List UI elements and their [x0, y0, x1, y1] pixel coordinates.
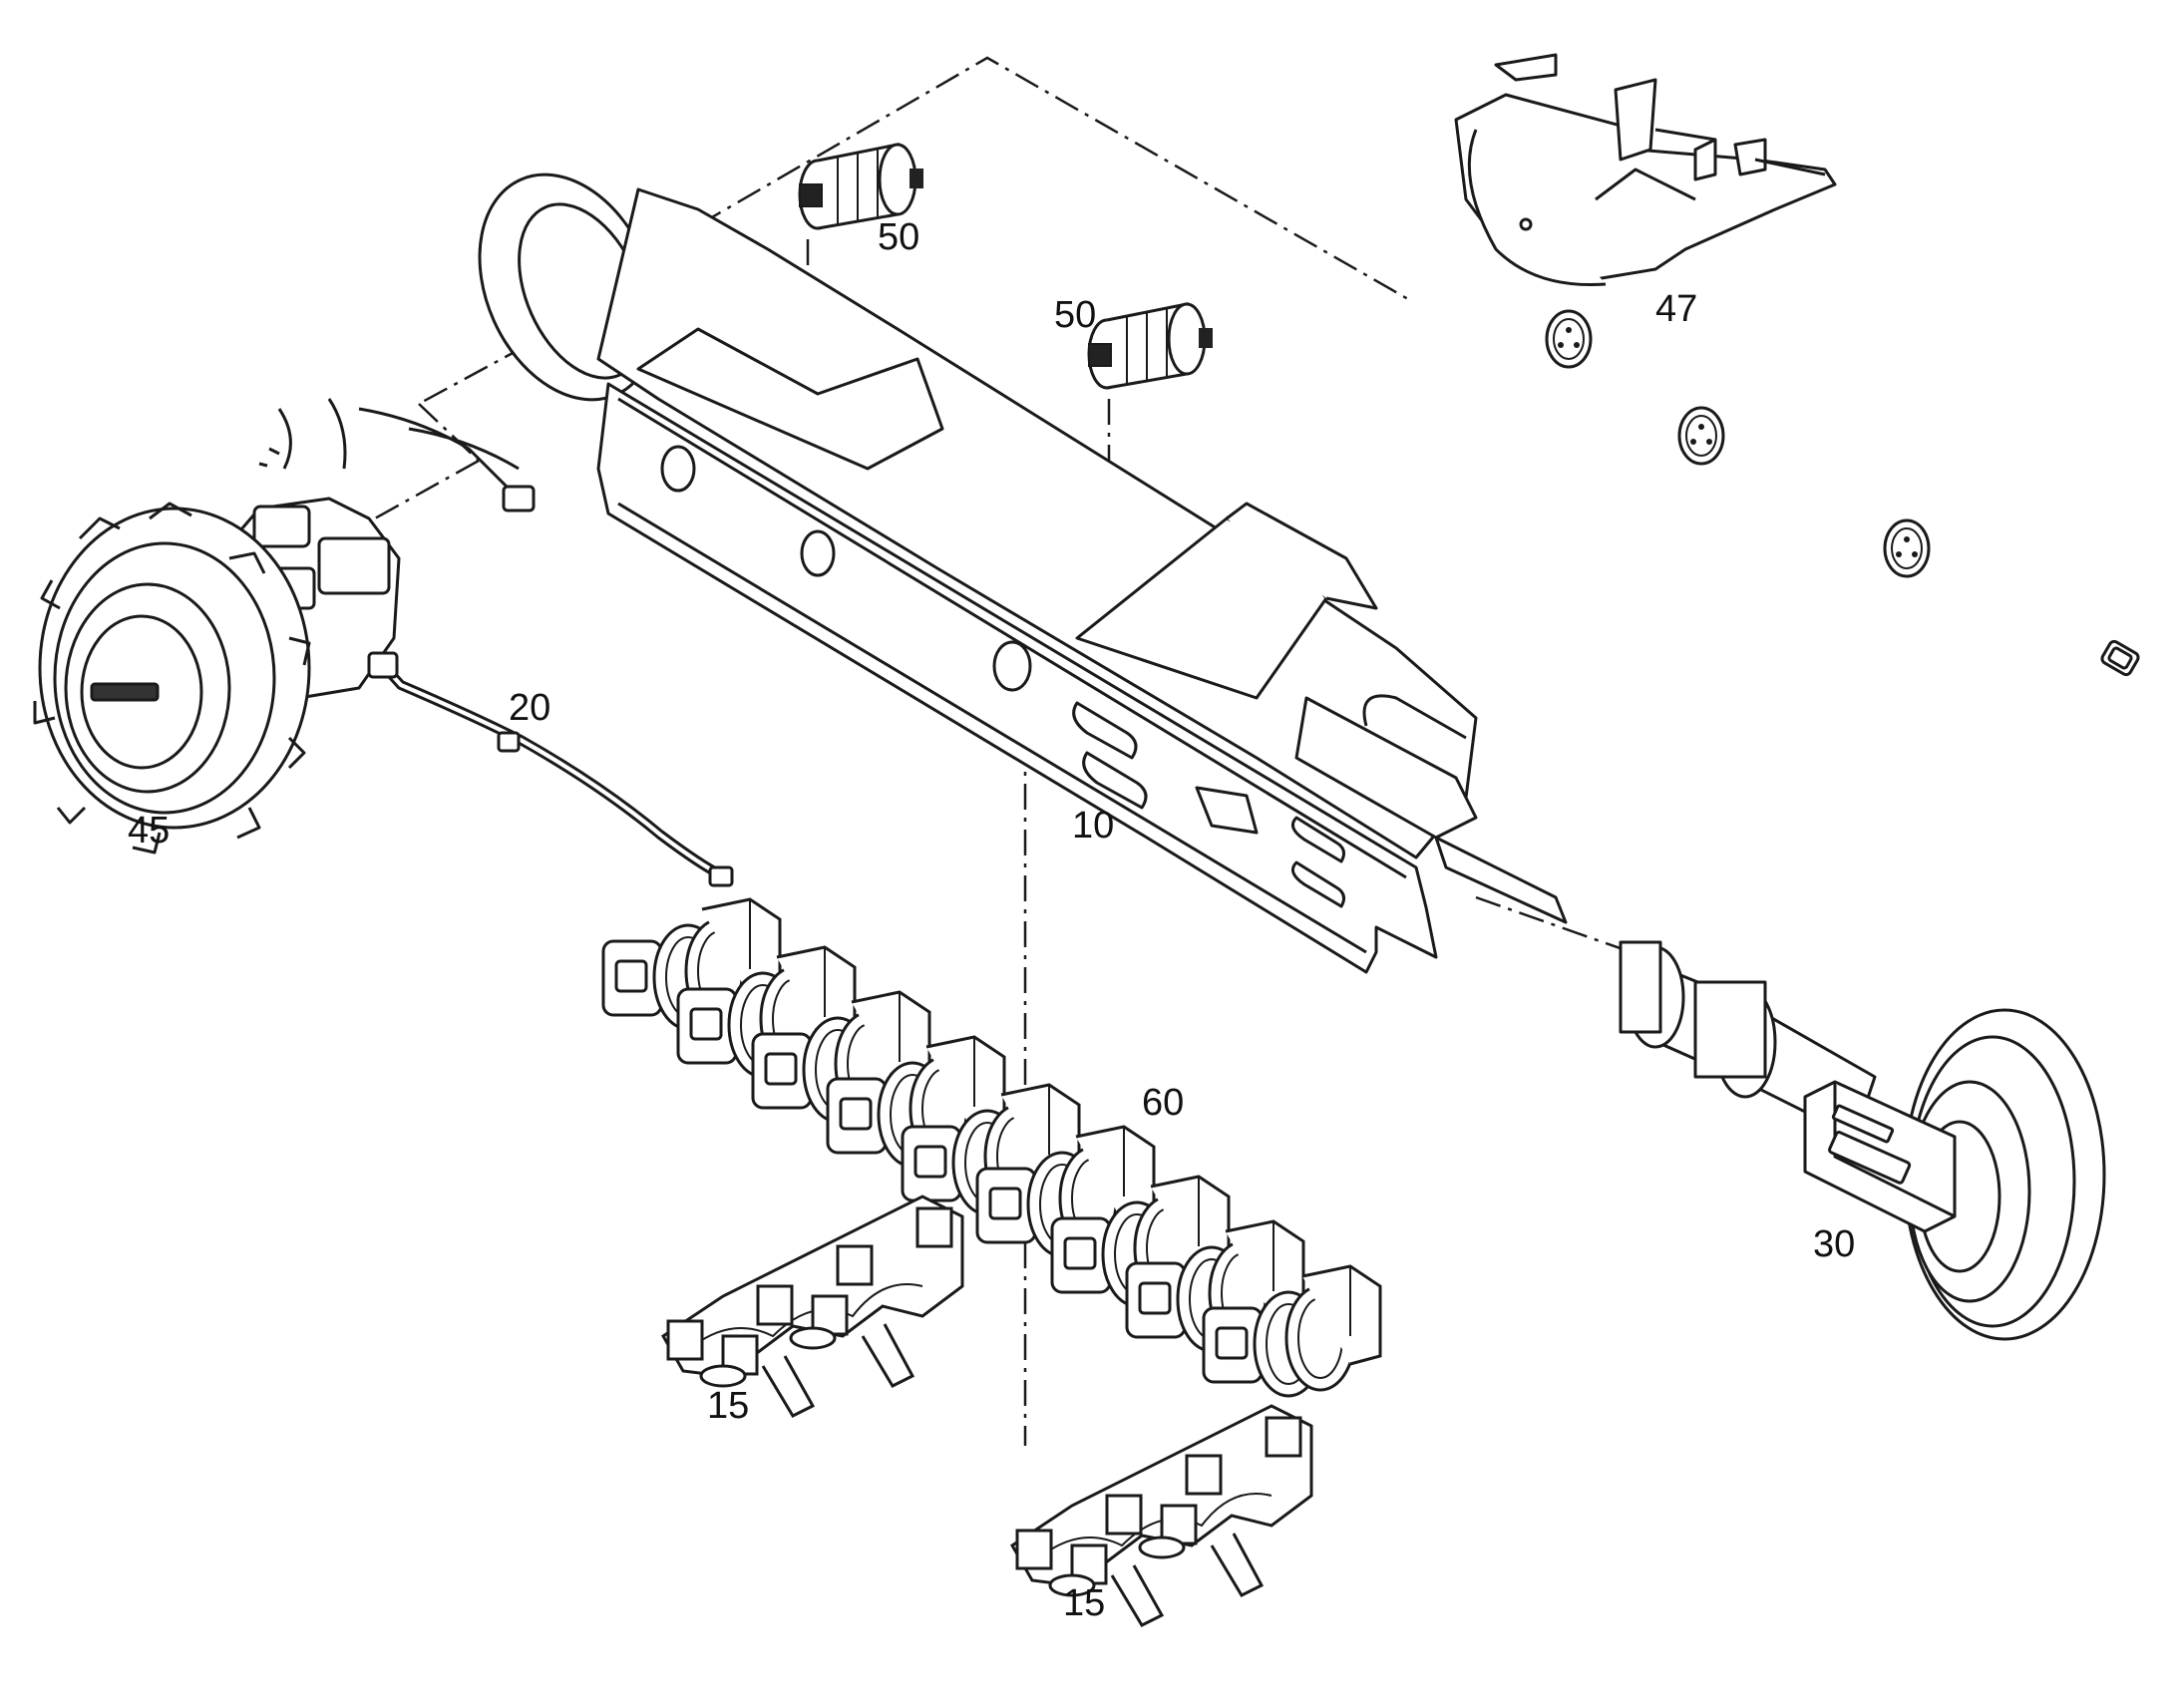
- callout-50-upper[interactable]: 50: [878, 216, 919, 258]
- track-frame-part-10[interactable]: [446, 147, 1566, 972]
- callout-labels: 10 15 15 20 30 45 47 50 50 60: [128, 216, 1855, 1624]
- callout-15-left[interactable]: 15: [707, 1385, 749, 1427]
- support-frame-part-15-left[interactable]: [661, 1195, 964, 1418]
- callout-30[interactable]: 30: [1813, 1223, 1855, 1265]
- drive-sprocket-part-45[interactable]: [35, 499, 399, 853]
- cable-part-20[interactable]: [369, 653, 732, 885]
- support-frame-part-15-right[interactable]: [1010, 1404, 1313, 1627]
- callout-47[interactable]: 47: [1655, 288, 1697, 330]
- shim-plate-3[interactable]: [1883, 518, 1931, 578]
- callout-15-right[interactable]: 15: [1063, 1582, 1105, 1624]
- callout-45[interactable]: 45: [128, 810, 170, 852]
- pad-part-50-lower[interactable]: [1087, 302, 1215, 390]
- callout-60[interactable]: 60: [1142, 1082, 1184, 1124]
- guard-bracket-part-47[interactable]: [1456, 55, 1835, 285]
- callout-10[interactable]: 10: [1072, 805, 1114, 847]
- shim-plate-2[interactable]: [1677, 406, 1725, 466]
- shim-plate-1[interactable]: [1545, 309, 1593, 369]
- wiring-harness[interactable]: [259, 399, 534, 511]
- small-plate[interactable]: [2100, 640, 2140, 677]
- callout-20[interactable]: 20: [509, 687, 550, 729]
- callout-50-lower[interactable]: 50: [1054, 294, 1096, 336]
- idler-wheel-part-30[interactable]: [1621, 942, 2104, 1339]
